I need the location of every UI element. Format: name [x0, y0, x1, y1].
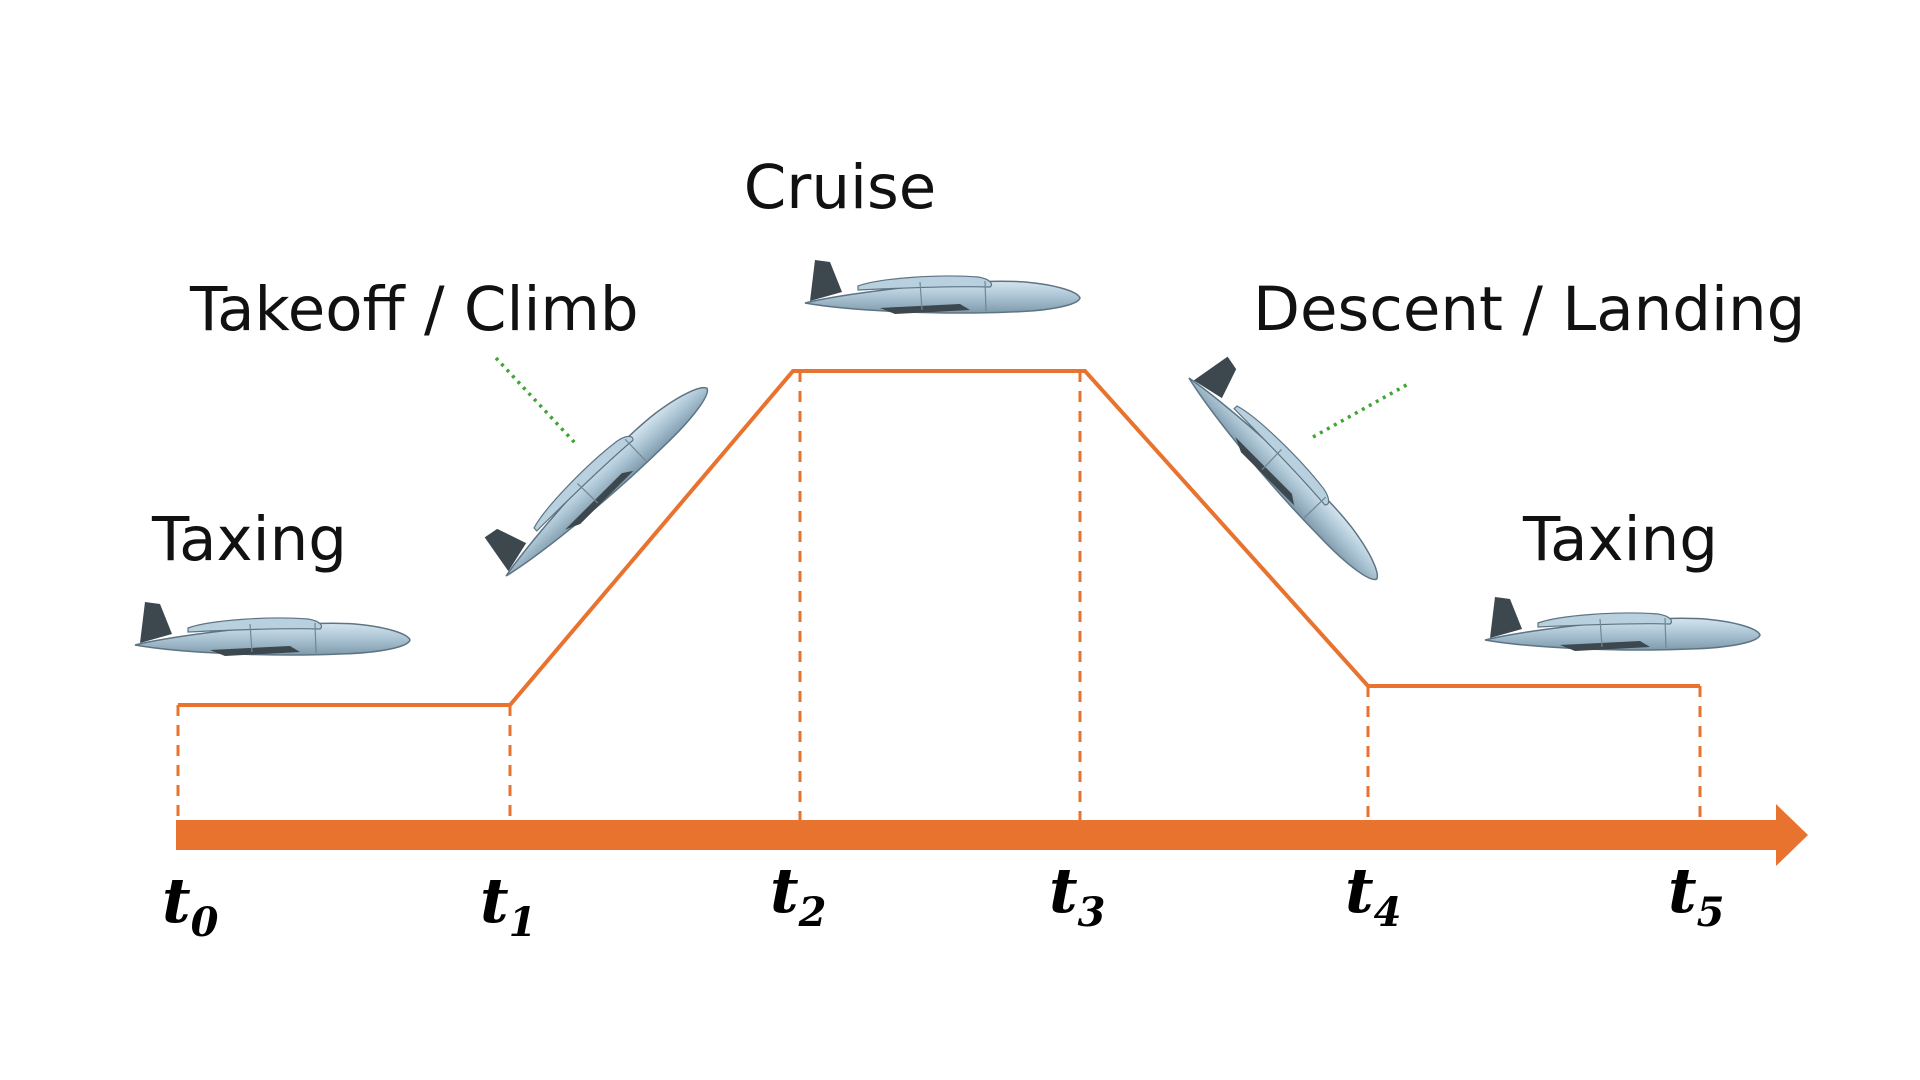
tick-label-t5: t5: [1668, 854, 1724, 936]
leader-takeoff: [494, 356, 577, 445]
tick-label-t3: t3: [1049, 854, 1105, 936]
label-cruise: Cruise: [744, 152, 937, 223]
tick-label-t0: t0: [162, 864, 219, 946]
label-taxi-start: Taxing: [151, 504, 347, 575]
time-axis-bar: [176, 820, 1778, 850]
aircraft-icon: [1180, 348, 1406, 591]
time-guides: [176, 371, 1702, 820]
leader-descent: [1312, 381, 1411, 439]
aircraft-icon: [804, 259, 1081, 315]
label-descent-landing: Descent / Landing: [1253, 274, 1805, 345]
flight-profile-line: [178, 369, 1700, 707]
tick-label-t4: t4: [1345, 854, 1401, 936]
aircraft-icon: [134, 601, 411, 657]
tick-label-t1: t1: [480, 864, 536, 946]
aircraft-icon: [1484, 596, 1761, 652]
label-takeoff-climb: Takeoff / Climb: [189, 274, 639, 345]
label-taxi-end: Taxing: [1522, 504, 1718, 575]
time-axis-arrowhead: [1776, 804, 1808, 866]
tick-label-t2: t2: [770, 854, 826, 936]
aircraft-icon: [476, 359, 719, 585]
